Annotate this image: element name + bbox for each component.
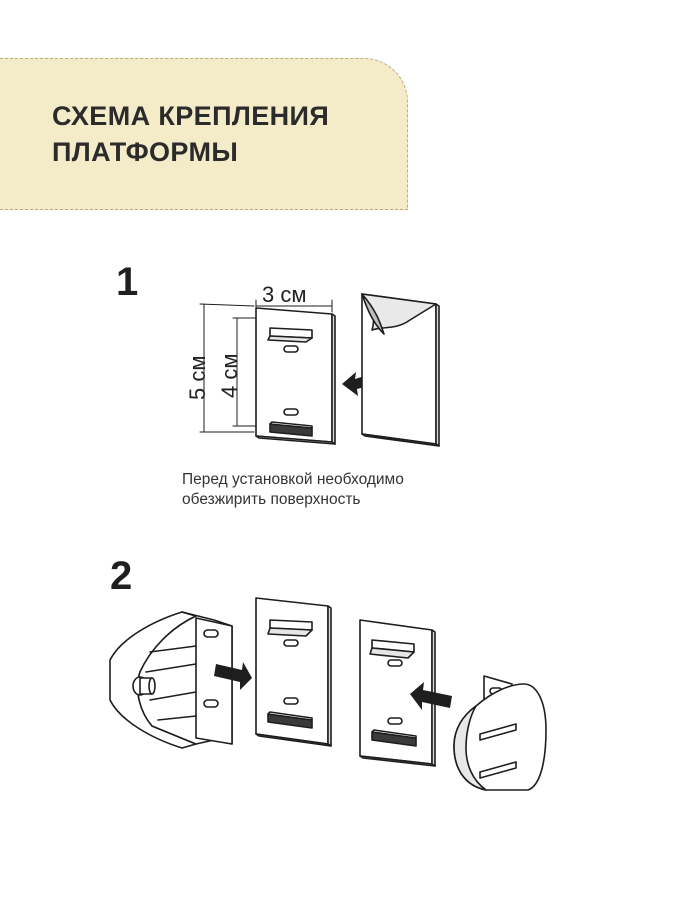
step-1-note-line2: обезжирить поверхность xyxy=(182,491,361,508)
inner-height-label: 4 см xyxy=(217,354,242,398)
header-panel xyxy=(0,58,408,210)
step-1-number: 1 xyxy=(116,260,139,304)
page-title-line2: ПЛАТФОРМЫ xyxy=(52,137,239,167)
step-2-number: 2 xyxy=(110,554,133,598)
arrow-left-icon xyxy=(410,682,452,710)
width-label: 3 см xyxy=(262,282,306,307)
page-title: СХЕМА КРЕПЛЕНИЯ ПЛАТФОРМЫ xyxy=(52,98,329,170)
outer-height-label: 5 см xyxy=(185,356,210,400)
arrow-right-icon xyxy=(214,662,252,690)
step-1-note: Перед установкой необходимо обезжирить п… xyxy=(182,470,404,510)
page-title-line1: СХЕМА КРЕПЛЕНИЯ xyxy=(52,101,330,131)
platform-plate-a xyxy=(255,597,332,747)
step-1-note-line1: Перед установкой необходимо xyxy=(182,471,404,488)
platform-plate-b xyxy=(359,619,436,767)
left-bracket xyxy=(109,611,233,749)
step-2-illustration xyxy=(109,597,547,791)
right-end-cap xyxy=(453,675,547,791)
platform-plate xyxy=(255,307,336,445)
adhesive-tape xyxy=(361,293,440,447)
step-1-illustration xyxy=(199,293,440,447)
